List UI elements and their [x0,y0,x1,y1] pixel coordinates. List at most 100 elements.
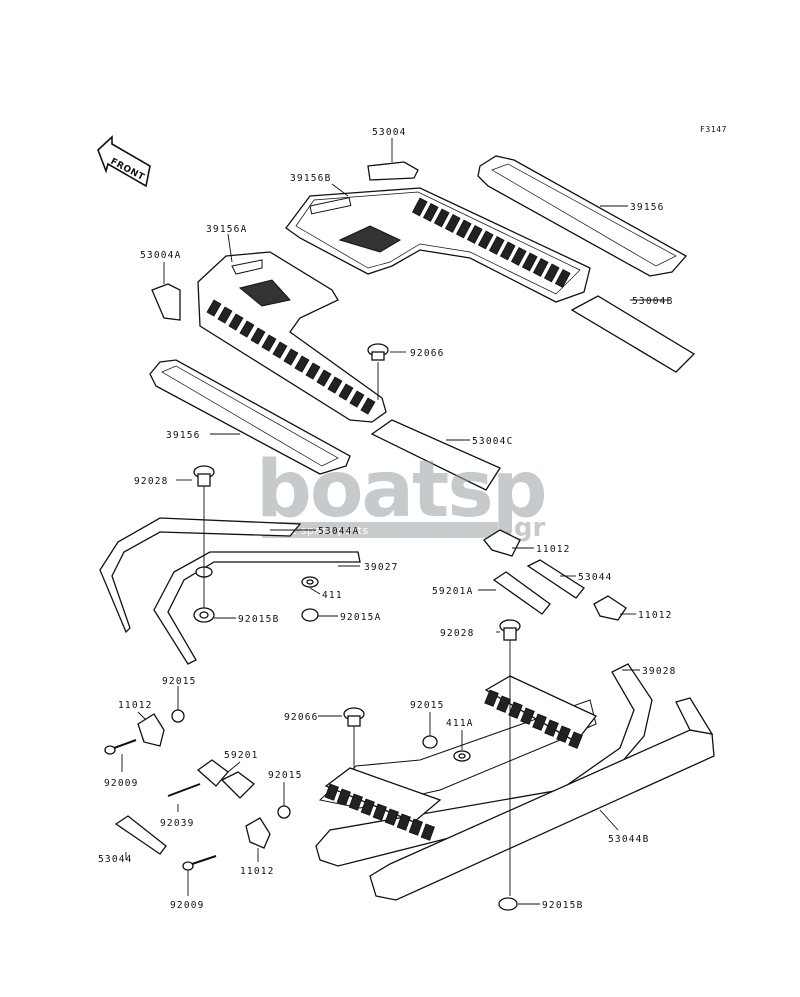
label-92015-lower: 92015 [268,770,303,781]
plug-92066-bottom [343,707,365,727]
rib-pad [294,355,310,373]
label-92028-right: 92028 [440,628,475,639]
rib-pad [510,246,527,266]
rib-pad [554,268,571,288]
bolt-92028-right [499,619,521,641]
rib-pad [372,803,387,821]
nut-92015-left [171,709,185,723]
label-53004c: 53004C [472,436,514,447]
rib-pad [250,327,266,345]
label-53004: 53004 [372,127,407,138]
rib-pad [420,823,435,841]
rib-pad [408,818,423,836]
rib-pad [316,369,332,387]
rib-pad [324,783,339,801]
front-arrow-icon: FRONT [97,135,151,188]
rib-pad [384,808,399,826]
label-53044-right: 53044 [578,572,613,583]
rib-pad [568,731,583,749]
rib-pad [484,689,499,707]
rib-pad [466,224,483,244]
label-53044a: 53044A [318,526,360,537]
label-92066: 92066 [410,348,445,359]
nut-92015b-bottom [498,897,518,911]
rib-pad [444,213,461,233]
watermark-main: boatsp [256,445,546,535]
bolt-92028-top [193,465,215,487]
rib-pad [338,383,354,401]
label-11012-lower: 11012 [240,866,275,877]
nut-92015a [301,608,319,622]
rib-pad [508,701,523,719]
label-39156-left: 39156 [166,430,201,441]
label-53044b: 53044B [608,834,650,845]
label-11012-b: 11012 [638,610,673,621]
mat-39156b [285,187,591,303]
rib-pad [544,719,559,737]
bracket-39027 [99,517,361,665]
mat-39156a [197,251,387,423]
label-53004b: 53004B [632,296,674,307]
rib-pad [496,695,511,713]
rail-39156-right [477,155,688,277]
label-11012-a: 11012 [536,544,571,555]
label-39156a: 39156A [206,224,248,235]
label-53004a: 53004A [140,250,182,261]
rib-pad [217,306,233,324]
label-39156: 39156 [630,202,665,213]
clip-11012-b [593,595,627,621]
pad-53004b [570,295,696,373]
label-92028: 92028 [134,476,169,487]
reference-code: F3147 [700,125,727,134]
plug-92066-top [367,343,389,361]
label-39027: 39027 [364,562,399,573]
label-53044-left: 53044 [98,854,133,865]
label-92015b-bottom: 92015B [542,900,584,911]
nut-92015-lower [277,805,291,819]
rib-pad [477,230,494,250]
block-59201a [492,571,551,615]
clip-11012-lower [245,817,271,849]
rail-39156-left [149,359,351,475]
label-411a: 411A [446,718,474,729]
rib-pad [305,362,321,380]
pad-53004 [367,161,419,181]
pad-53004a [151,283,181,321]
rib-pad [521,252,538,272]
rib-pad [532,713,547,731]
pad-53004c [370,419,501,491]
rib-pad [360,798,375,816]
strip-53044-right [526,559,585,599]
rib-pad [422,202,439,222]
rib-pad [206,299,222,317]
rib-pad [433,208,450,228]
rib-pad [348,793,363,811]
label-39156b: 39156B [290,173,332,184]
rib-pad [360,397,376,415]
rib-pad [349,390,365,408]
rib-pad [556,725,571,743]
block-59201-b [220,771,255,799]
label-92009-upper: 92009 [104,778,139,789]
label-92015-left: 92015 [162,676,197,687]
pads-39028 [324,675,598,841]
rib-pad [327,376,343,394]
rib-pad [532,257,549,277]
nut-92015-bottom [422,735,438,749]
rib-pad [396,813,411,831]
rib-pad [336,788,351,806]
label-39028: 39028 [642,666,677,677]
label-92009-lower: 92009 [170,900,205,911]
label-92039: 92039 [160,818,195,829]
rib-pad [499,241,516,261]
label-411: 411 [322,590,343,601]
strip-53044b [369,697,715,901]
label-59201a: 59201A [432,586,474,597]
rib-pad [488,235,505,255]
rib-pad [455,219,472,239]
rib-pad [261,334,277,352]
label-92015b: 92015B [238,614,280,625]
rib-pad [543,263,560,283]
